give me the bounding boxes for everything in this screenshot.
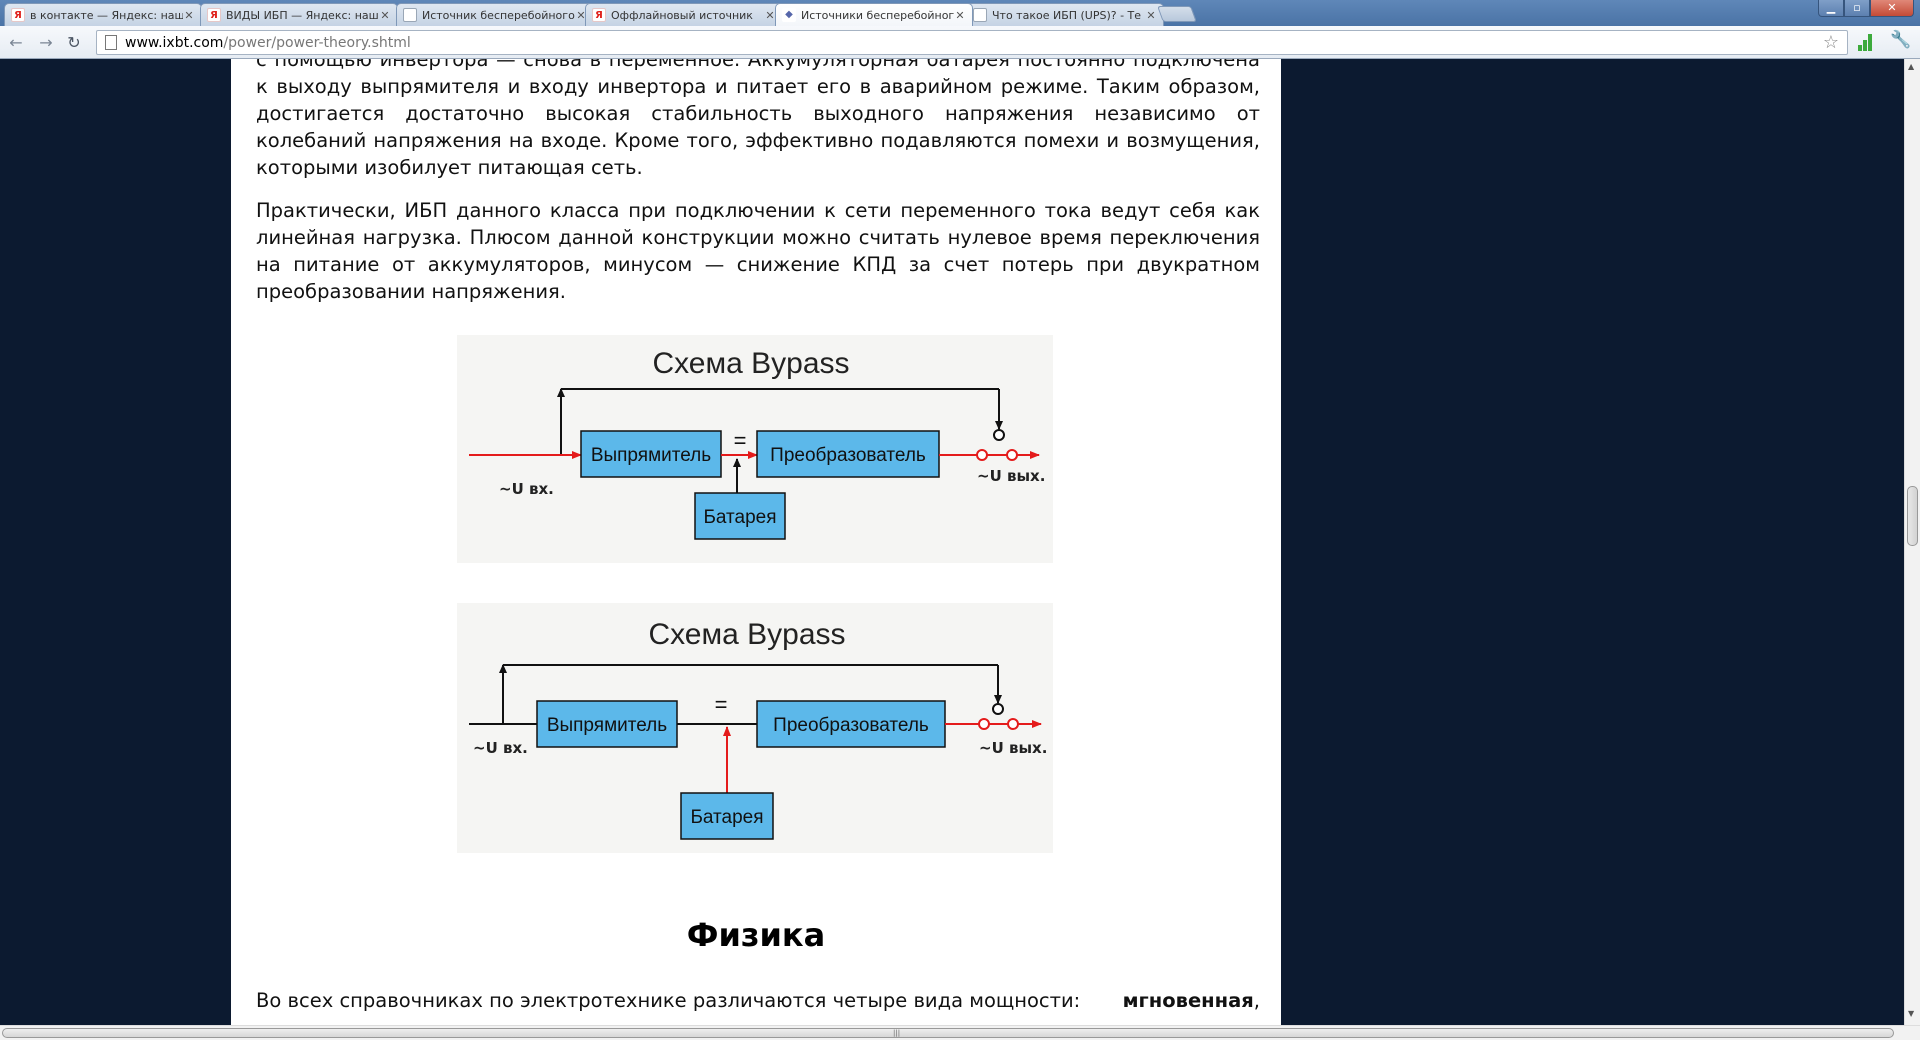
dc-symbol: =	[734, 428, 747, 453]
minimize-button[interactable]: ▁	[1818, 0, 1844, 17]
new-tab-button[interactable]	[1157, 6, 1197, 22]
tab-3[interactable]: Источник бесперебойного питания ✕	[396, 3, 594, 26]
page-icon	[973, 8, 987, 22]
signal-bars-icon[interactable]	[1858, 33, 1874, 51]
paragraph-text: ,	[1253, 989, 1260, 1012]
close-window-button[interactable]: ✕	[1870, 0, 1914, 17]
article-paragraph-2: Практически, ИБП данного класса при подк…	[256, 199, 1260, 303]
battery-block	[694, 492, 786, 540]
diagram-title: Схема Bypass	[648, 618, 845, 651]
converter-label: Преобразователь	[770, 445, 926, 466]
output-label: ~U вых.	[977, 467, 1045, 485]
reload-icon[interactable]: ↻	[67, 33, 81, 52]
rectifier-label: Выпрямитель	[547, 715, 667, 736]
wrench-icon[interactable]: 🔧	[1890, 30, 1912, 50]
input-label: ~U вх.	[499, 480, 554, 498]
output-label: ~U вых.	[979, 739, 1047, 757]
scrollbar-thumb[interactable]	[1907, 486, 1918, 546]
scroll-up-arrow-icon[interactable]: ▲	[1908, 62, 1915, 71]
close-tab-icon[interactable]: ✕	[576, 8, 586, 22]
battery-label: Батарея	[690, 807, 763, 828]
yandex-icon: Я	[207, 8, 221, 22]
star-icon[interactable]: ☆	[1822, 32, 1839, 53]
bypass-diagram-2: Схема Bypass ~U вх. Выпрямитель = Преобр…	[457, 603, 1053, 853]
diagram-canvas: Схема Bypass ~U вх. Выпрямитель = Преобр…	[469, 618, 1047, 840]
forward-arrow-icon[interactable]: →	[39, 33, 53, 52]
back-arrow-icon[interactable]: ←	[9, 33, 23, 52]
yandex-icon: Я	[11, 8, 25, 22]
page-viewport: с помощью инвертора — снова в переменное…	[0, 59, 1904, 1025]
page-icon	[403, 8, 417, 22]
diagram-canvas: Схема Bypass ~U вх. Выпрямитель = Преобр…	[469, 347, 1045, 540]
converter-label: Преобразователь	[773, 715, 929, 736]
diagram-title: Схема Bypass	[652, 347, 849, 380]
output-contact-1	[976, 449, 988, 461]
url-path: /power/power-theory.shtml	[223, 34, 411, 51]
scroll-down-arrow-icon[interactable]: ▼	[1908, 1009, 1915, 1018]
converter-block	[756, 700, 946, 748]
grip-icon: |||	[893, 1029, 901, 1037]
horizontal-scrollbar[interactable]: |||	[0, 1025, 1920, 1040]
tab-title: в контакте — Яндекс: нашлось	[30, 8, 183, 22]
ixbt-icon: ◆	[782, 8, 796, 22]
tab-title: Источник бесперебойного питания	[422, 8, 575, 22]
vertical-scrollbar[interactable]: ▲ ▼	[1904, 59, 1920, 1025]
close-tab-icon[interactable]: ✕	[765, 8, 775, 22]
close-tab-icon[interactable]: ✕	[1146, 8, 1156, 22]
close-tab-icon[interactable]: ✕	[184, 8, 194, 22]
bypass-switch-contact	[992, 703, 1004, 715]
url-host: www.ixbt.com	[125, 34, 224, 51]
address-bar[interactable]: www.ixbt.com/power/power-theory.shtml ☆	[96, 30, 1848, 55]
tab-4[interactable]: Я Оффлайновый источник ✕	[585, 3, 783, 26]
tab-title: Источники бесперебойного питания	[801, 8, 954, 22]
rectifier-label: Выпрямитель	[591, 445, 711, 466]
dc-symbol: =	[715, 692, 728, 717]
close-tab-icon[interactable]: ✕	[380, 8, 390, 22]
tab-title: Оффлайновый источник	[611, 8, 753, 22]
input-label: ~U вх.	[473, 739, 528, 757]
output-contact-2	[1007, 718, 1019, 730]
bypass-diagram-1: Схема Bypass ~U вх. Выпрямитель = Преобр…	[457, 335, 1053, 563]
rectifier-block	[580, 430, 722, 478]
tab-title: Что такое ИБП (UPS)? - Те	[992, 8, 1142, 22]
yandex-icon: Я	[592, 8, 606, 22]
output-contact-1	[978, 718, 990, 730]
page-icon	[105, 35, 117, 50]
paragraph-text: Во всех справочниках по электротехнике р…	[256, 989, 1081, 1012]
battery-block	[680, 792, 774, 840]
maximize-button[interactable]: ▫	[1844, 0, 1870, 17]
tab-2[interactable]: Я ВИДЫ ИБП — Яндекс: нашлось ✕	[200, 3, 398, 26]
scrollbar-thumb[interactable]	[2, 1028, 1894, 1038]
battery-label: Батарея	[703, 507, 776, 528]
section-heading: Физика	[686, 916, 826, 954]
output-contact-2	[1006, 449, 1018, 461]
bypass-switch-contact	[993, 429, 1005, 441]
article-paragraph-1: с помощью инвертора — снова в переменное…	[256, 59, 1260, 179]
article-column: с помощью инвертора — снова в переменное…	[231, 59, 1281, 1025]
tab-strip: Я в контакте — Яндекс: нашлось ✕ Я ВИДЫ …	[0, 0, 1920, 26]
article-paragraph-3: Во всех справочниках по электротехнике р…	[256, 987, 1260, 1014]
tab-1[interactable]: Я в контакте — Яндекс: нашлось ✕	[4, 3, 202, 26]
tab-6[interactable]: Что такое ИБП (UPS)? - Те ✕	[966, 3, 1164, 26]
tab-5-active[interactable]: ◆ Источники бесперебойного питания ✕	[775, 3, 973, 26]
bold-term: мгновенная	[1122, 989, 1254, 1012]
tab-title: ВИДЫ ИБП — Яндекс: нашлось	[226, 8, 379, 22]
browser-toolbar: ← → ↻ www.ixbt.com/power/power-theory.sh…	[0, 26, 1920, 59]
close-tab-icon[interactable]: ✕	[955, 8, 965, 22]
